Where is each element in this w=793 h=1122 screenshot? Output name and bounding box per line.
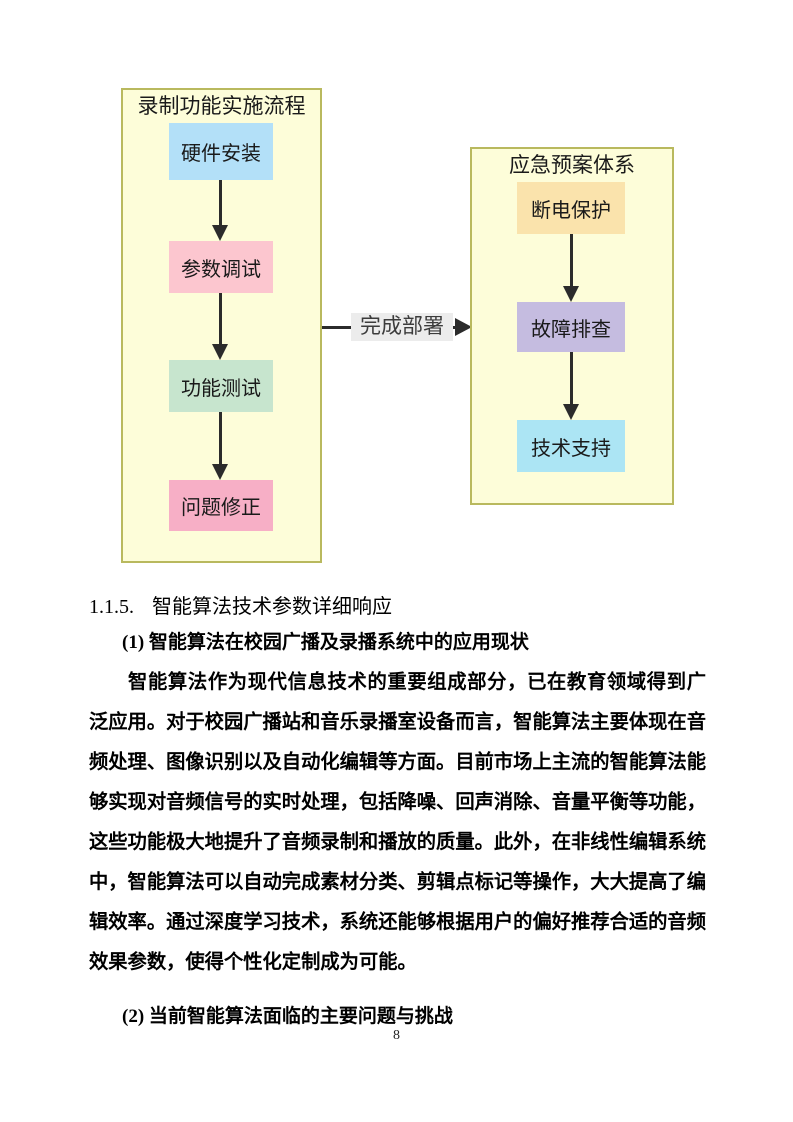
flow-node-parameter-tuning: 参数调试 — [169, 241, 273, 293]
arrow-right-icon — [455, 318, 472, 336]
flow-node-technical-support: 技术支持 — [517, 420, 625, 472]
arrow-shaft — [569, 352, 573, 405]
body-paragraph: 智能算法作为现代信息技术的重要组成部分，已在教育领域得到广泛应用。对于校园广播站… — [89, 672, 706, 973]
arrow-head — [563, 404, 579, 420]
arrow-down-icon — [212, 293, 228, 360]
connector-label: 完成部署 — [351, 313, 453, 341]
arrow-down-icon — [563, 234, 579, 302]
arrow-head — [212, 225, 228, 241]
section-number: 1.1.5. — [89, 596, 134, 618]
arrow-shaft — [218, 412, 222, 465]
flow-node-hardware-install: 硬件安装 — [169, 123, 273, 180]
flow-node-power-failure-protection: 断电保护 — [517, 182, 625, 234]
subheading-1: (1) 智能算法在校园广播及录播系统中的应用现状 — [122, 632, 529, 653]
arrow-head — [563, 286, 579, 302]
panel-emergency-plan-title: 应急预案体系 — [509, 154, 635, 177]
arrow-shaft — [218, 293, 222, 345]
page-number: 8 — [393, 1028, 400, 1043]
panel-recording-process: 录制功能实施流程 硬件安装 参数调试 功能测试 问题修正 — [121, 88, 322, 563]
panel-recording-process-title: 录制功能实施流程 — [137, 95, 306, 118]
panel-emergency-plan: 应急预案体系 断电保护 故障排查 技术支持 — [470, 147, 674, 505]
flow-node-fault-troubleshooting: 故障排查 — [517, 302, 625, 352]
arrow-shaft — [569, 234, 573, 287]
arrow-down-icon — [563, 352, 579, 420]
arrow-down-icon — [212, 412, 228, 480]
subheading-2: (2) 当前智能算法面临的主要问题与挑战 — [122, 1006, 453, 1027]
flow-node-function-testing: 功能测试 — [169, 360, 273, 412]
arrow-head — [212, 344, 228, 360]
arrow-down-icon — [212, 180, 228, 241]
flow-node-issue-fixing: 问题修正 — [169, 480, 273, 531]
section-heading: 1.1.5. 智能算法技术参数详细响应 — [89, 590, 392, 619]
section-title: 智能算法技术参数详细响应 — [152, 596, 392, 618]
arrow-head — [212, 464, 228, 480]
arrow-shaft — [218, 180, 222, 226]
